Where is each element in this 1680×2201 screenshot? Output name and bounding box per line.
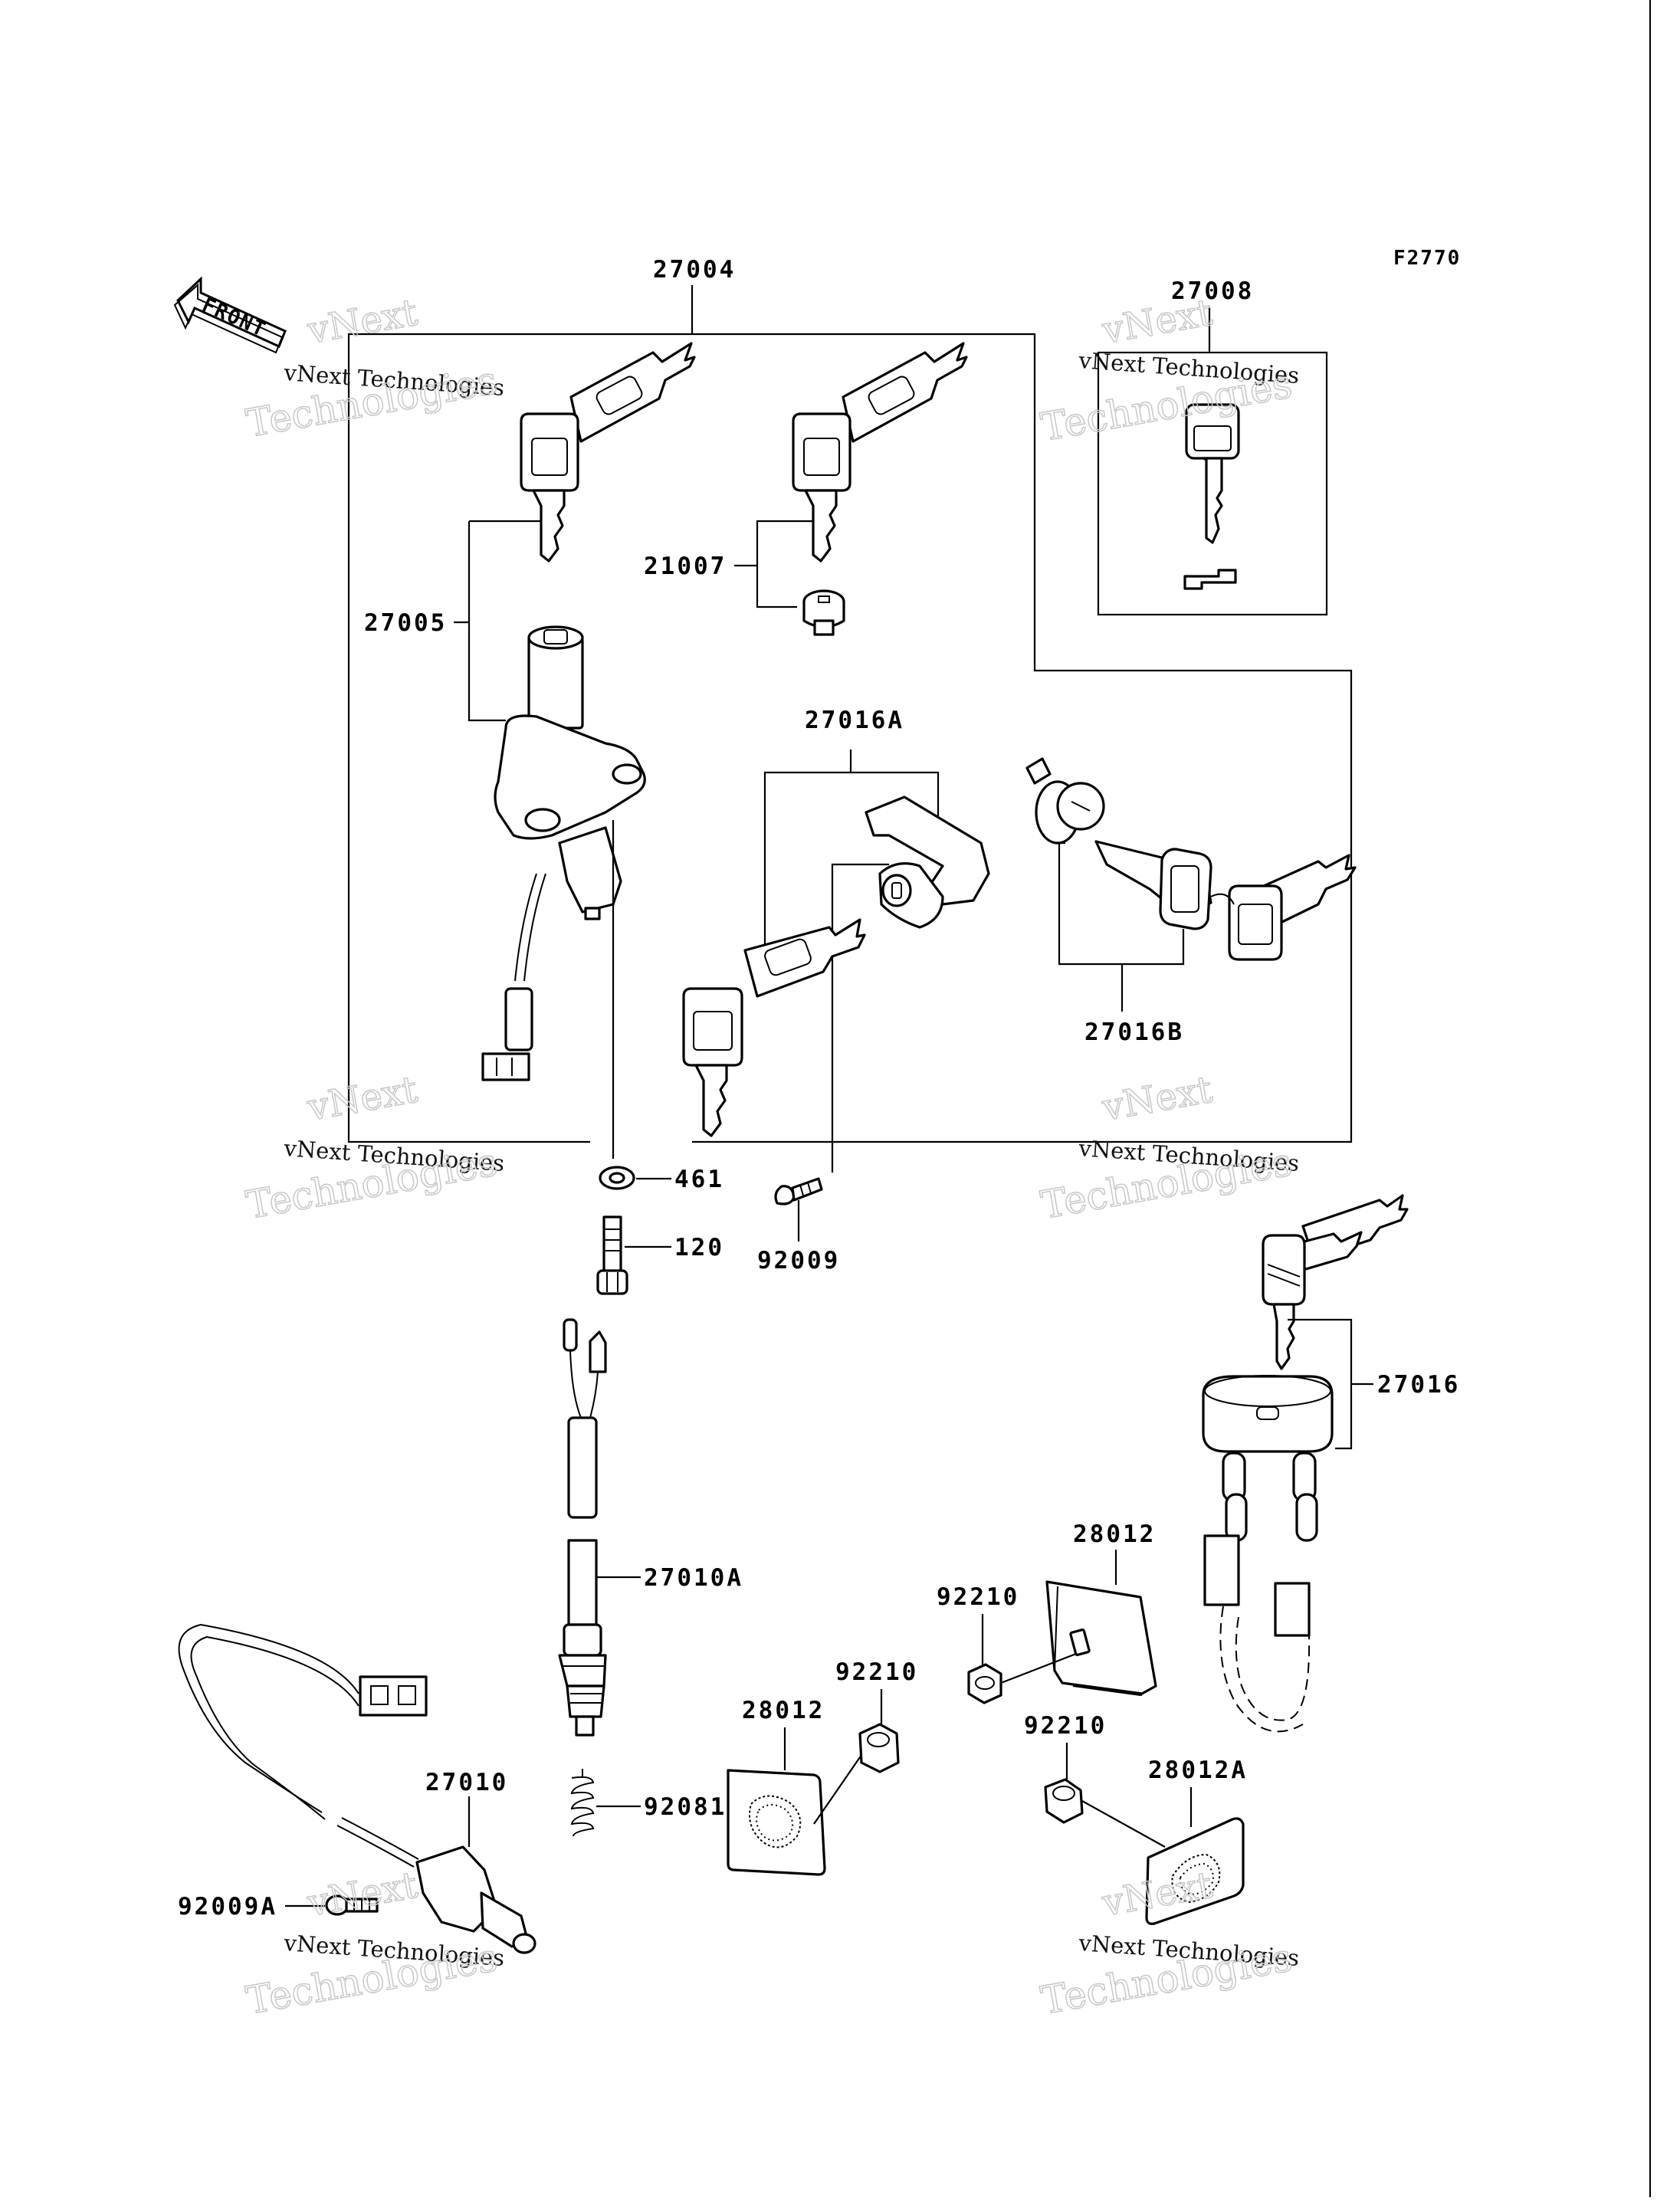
key-pair-27016A-icon [682, 918, 866, 1137]
bolt-120-icon [596, 1215, 628, 1295]
label-461: 461 [674, 1166, 724, 1193]
label-92009A: 92009A [178, 1893, 277, 1921]
ignition-switch-27005-icon [481, 625, 646, 1081]
svg-text:vNext: vNext [304, 1864, 420, 1925]
key-pair-27016B-icon [1094, 840, 1357, 961]
watermark-mid-right: vNext vNext Technologies Technologies [1037, 1068, 1300, 1228]
label-27008: 27008 [1171, 277, 1254, 305]
lock-cylinder-27016B-icon [1025, 757, 1105, 845]
chain-lock-27016-icon [1202, 1375, 1334, 1733]
label-27016: 27016 [1377, 1371, 1460, 1399]
label-27016A: 27016A [805, 707, 904, 734]
watermark-top-left: vNext vNext Technologies Technologies [242, 290, 505, 447]
key-pair-27005-icon [520, 342, 696, 563]
label-92210-c: 92210 [1024, 1712, 1107, 1740]
watermark-bottom-right: vNext vNext Technologies Technologies [1037, 1863, 1300, 2024]
key-pair-27016-icon [1262, 1194, 1409, 1370]
label-92009: 92009 [757, 1247, 840, 1274]
screw-92009A-icon [325, 1894, 379, 1916]
svg-text:vNext: vNext [304, 291, 420, 353]
label-92210-a: 92210 [937, 1583, 1019, 1611]
lock-cylinder-21007-icon [802, 589, 845, 636]
svg-text:vNext: vNext [1098, 1068, 1215, 1130]
watermark-top-right: vNext vNext Technologies Technologies [1037, 290, 1300, 451]
nut-92210-a-icon [967, 1663, 1002, 1704]
label-120: 120 [674, 1234, 724, 1261]
key-27008-icon [1183, 403, 1240, 590]
label-21007: 21007 [644, 553, 727, 580]
svg-text:vNext: vNext [1098, 1864, 1215, 1925]
reflector-28012A-icon [1145, 1817, 1245, 1925]
seat-lock-27016A-icon [865, 795, 990, 929]
label-28012A: 28012A [1148, 1757, 1248, 1784]
label-27004: 27004 [653, 256, 736, 284]
reflector-28012-left-icon [727, 1769, 826, 1876]
nut-92210-b-icon [858, 1723, 900, 1773]
key-pair-21007-icon [792, 342, 968, 563]
svg-text:vNext: vNext [304, 1068, 420, 1130]
label-27016B: 27016B [1084, 1018, 1184, 1046]
label-28012-top: 28012 [1073, 1520, 1156, 1548]
label-27010A: 27010A [644, 1564, 743, 1592]
washer-461-icon [599, 1166, 635, 1190]
label-92210-b: 92210 [835, 1658, 918, 1686]
spring-92081-icon [570, 1769, 595, 1837]
group-box-27008 [1097, 351, 1328, 616]
stop-switch-27010-icon [178, 1623, 536, 1954]
neutral-switch-27010A-icon [558, 1318, 607, 1737]
svg-text:vNext: vNext [1098, 291, 1215, 353]
figure-code: F2770 [1393, 247, 1461, 270]
group-bracket-27004 [347, 285, 1353, 1143]
front-arrow-text: FRONT [199, 294, 270, 342]
label-92081: 92081 [644, 1793, 727, 1821]
screw-92009-icon [774, 1177, 823, 1205]
label-27010: 27010 [425, 1769, 508, 1796]
label-28012-left: 28012 [742, 1697, 825, 1724]
nut-92210-c-icon [1044, 1778, 1084, 1824]
watermark-mid-left: vNext vNext Technologies Technologies [242, 1068, 505, 1228]
label-27005: 27005 [364, 609, 447, 637]
front-arrow-icon: FRONT [173, 276, 287, 354]
reflector-28012-top-icon [1045, 1580, 1157, 1696]
